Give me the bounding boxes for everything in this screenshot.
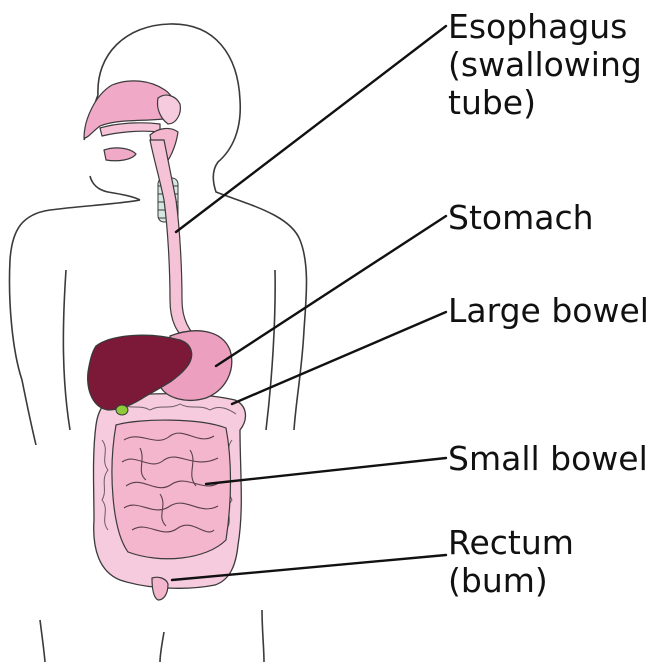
- esophagus: [150, 140, 202, 344]
- gallbladder: [116, 405, 128, 415]
- label-rectum: Rectum (bum): [448, 524, 574, 600]
- rectum: [152, 577, 168, 600]
- label-rectum-line-2: (bum): [448, 562, 574, 600]
- label-small-bowel-text: Small bowel: [448, 440, 648, 478]
- leader-line-large-bowel: [232, 312, 446, 404]
- leader-line-small-bowel: [206, 458, 446, 484]
- label-rectum-line-1: Rectum: [448, 524, 574, 562]
- label-small-bowel: Small bowel: [448, 440, 648, 478]
- label-stomach-text: Stomach: [448, 199, 594, 237]
- leader-line-esophagus: [176, 26, 446, 232]
- label-large-bowel: Large bowel: [448, 292, 649, 330]
- label-esophagus: Esophagus (swallowing tube): [448, 8, 642, 122]
- label-esophagus-line-3: tube): [448, 84, 642, 122]
- label-stomach: Stomach: [448, 199, 594, 237]
- small-bowel: [112, 420, 231, 559]
- leader-line-stomach: [216, 216, 446, 366]
- label-esophagus-line-1: Esophagus: [448, 8, 642, 46]
- label-esophagus-line-2: (swallowing: [448, 46, 642, 84]
- label-large-bowel-text: Large bowel: [448, 292, 649, 330]
